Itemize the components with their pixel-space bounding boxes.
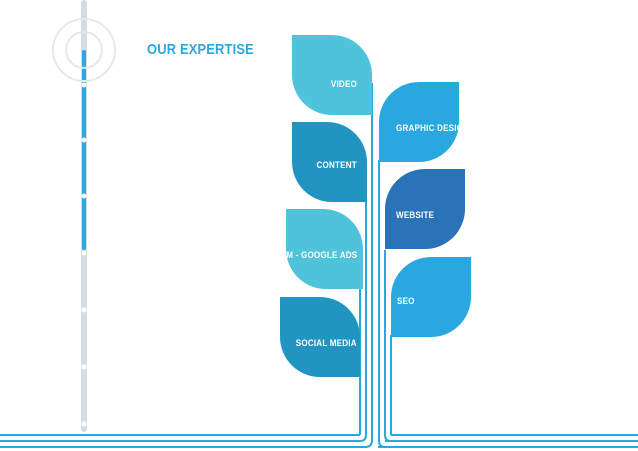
leaf-social-media[interactable]	[280, 297, 360, 377]
stem	[359, 170, 367, 442]
scroll-dot	[81, 421, 87, 427]
leaf-label-website: WEBSITE	[396, 210, 435, 220]
scroll-progress-fill	[82, 50, 86, 250]
stem	[364, 83, 373, 448]
leaf-content[interactable]	[292, 122, 367, 202]
scroll-indicator[interactable]	[52, 0, 116, 432]
leaf-label-graphic-design: GRAPHIC DESIGN	[396, 123, 470, 133]
leaf-seo[interactable]	[391, 257, 471, 337]
leaves	[280, 35, 471, 377]
leaf-sem-google-ads[interactable]	[286, 209, 363, 289]
ground-lines	[0, 434, 638, 448]
stem	[384, 250, 392, 442]
scroll-dot	[81, 364, 87, 370]
leaf-video[interactable]	[292, 35, 372, 115]
leaf-website[interactable]	[385, 169, 465, 249]
leaf-label-video: VIDEO	[330, 79, 357, 89]
leaf-label-social-media: SOCIAL MEDIA	[296, 338, 357, 348]
page-title: OUR EXPERTISE	[147, 41, 254, 58]
scroll-dot	[81, 137, 87, 143]
leaf-label-sem-google-ads: SEM - GOOGLE ADS	[274, 250, 357, 260]
scroll-dot	[81, 82, 87, 88]
scroll-dot	[81, 307, 87, 313]
stems	[359, 83, 392, 448]
leaf-graphic-design[interactable]	[379, 82, 459, 162]
stem	[378, 160, 386, 448]
scroll-dot	[81, 250, 87, 256]
scroll-ring-inner	[65, 31, 103, 69]
leaf-label-content: CONTENT	[316, 160, 357, 170]
leaf-label-seo: SEO	[397, 296, 415, 306]
scroll-dot	[81, 193, 87, 199]
scroll-ring-outer	[52, 18, 116, 82]
